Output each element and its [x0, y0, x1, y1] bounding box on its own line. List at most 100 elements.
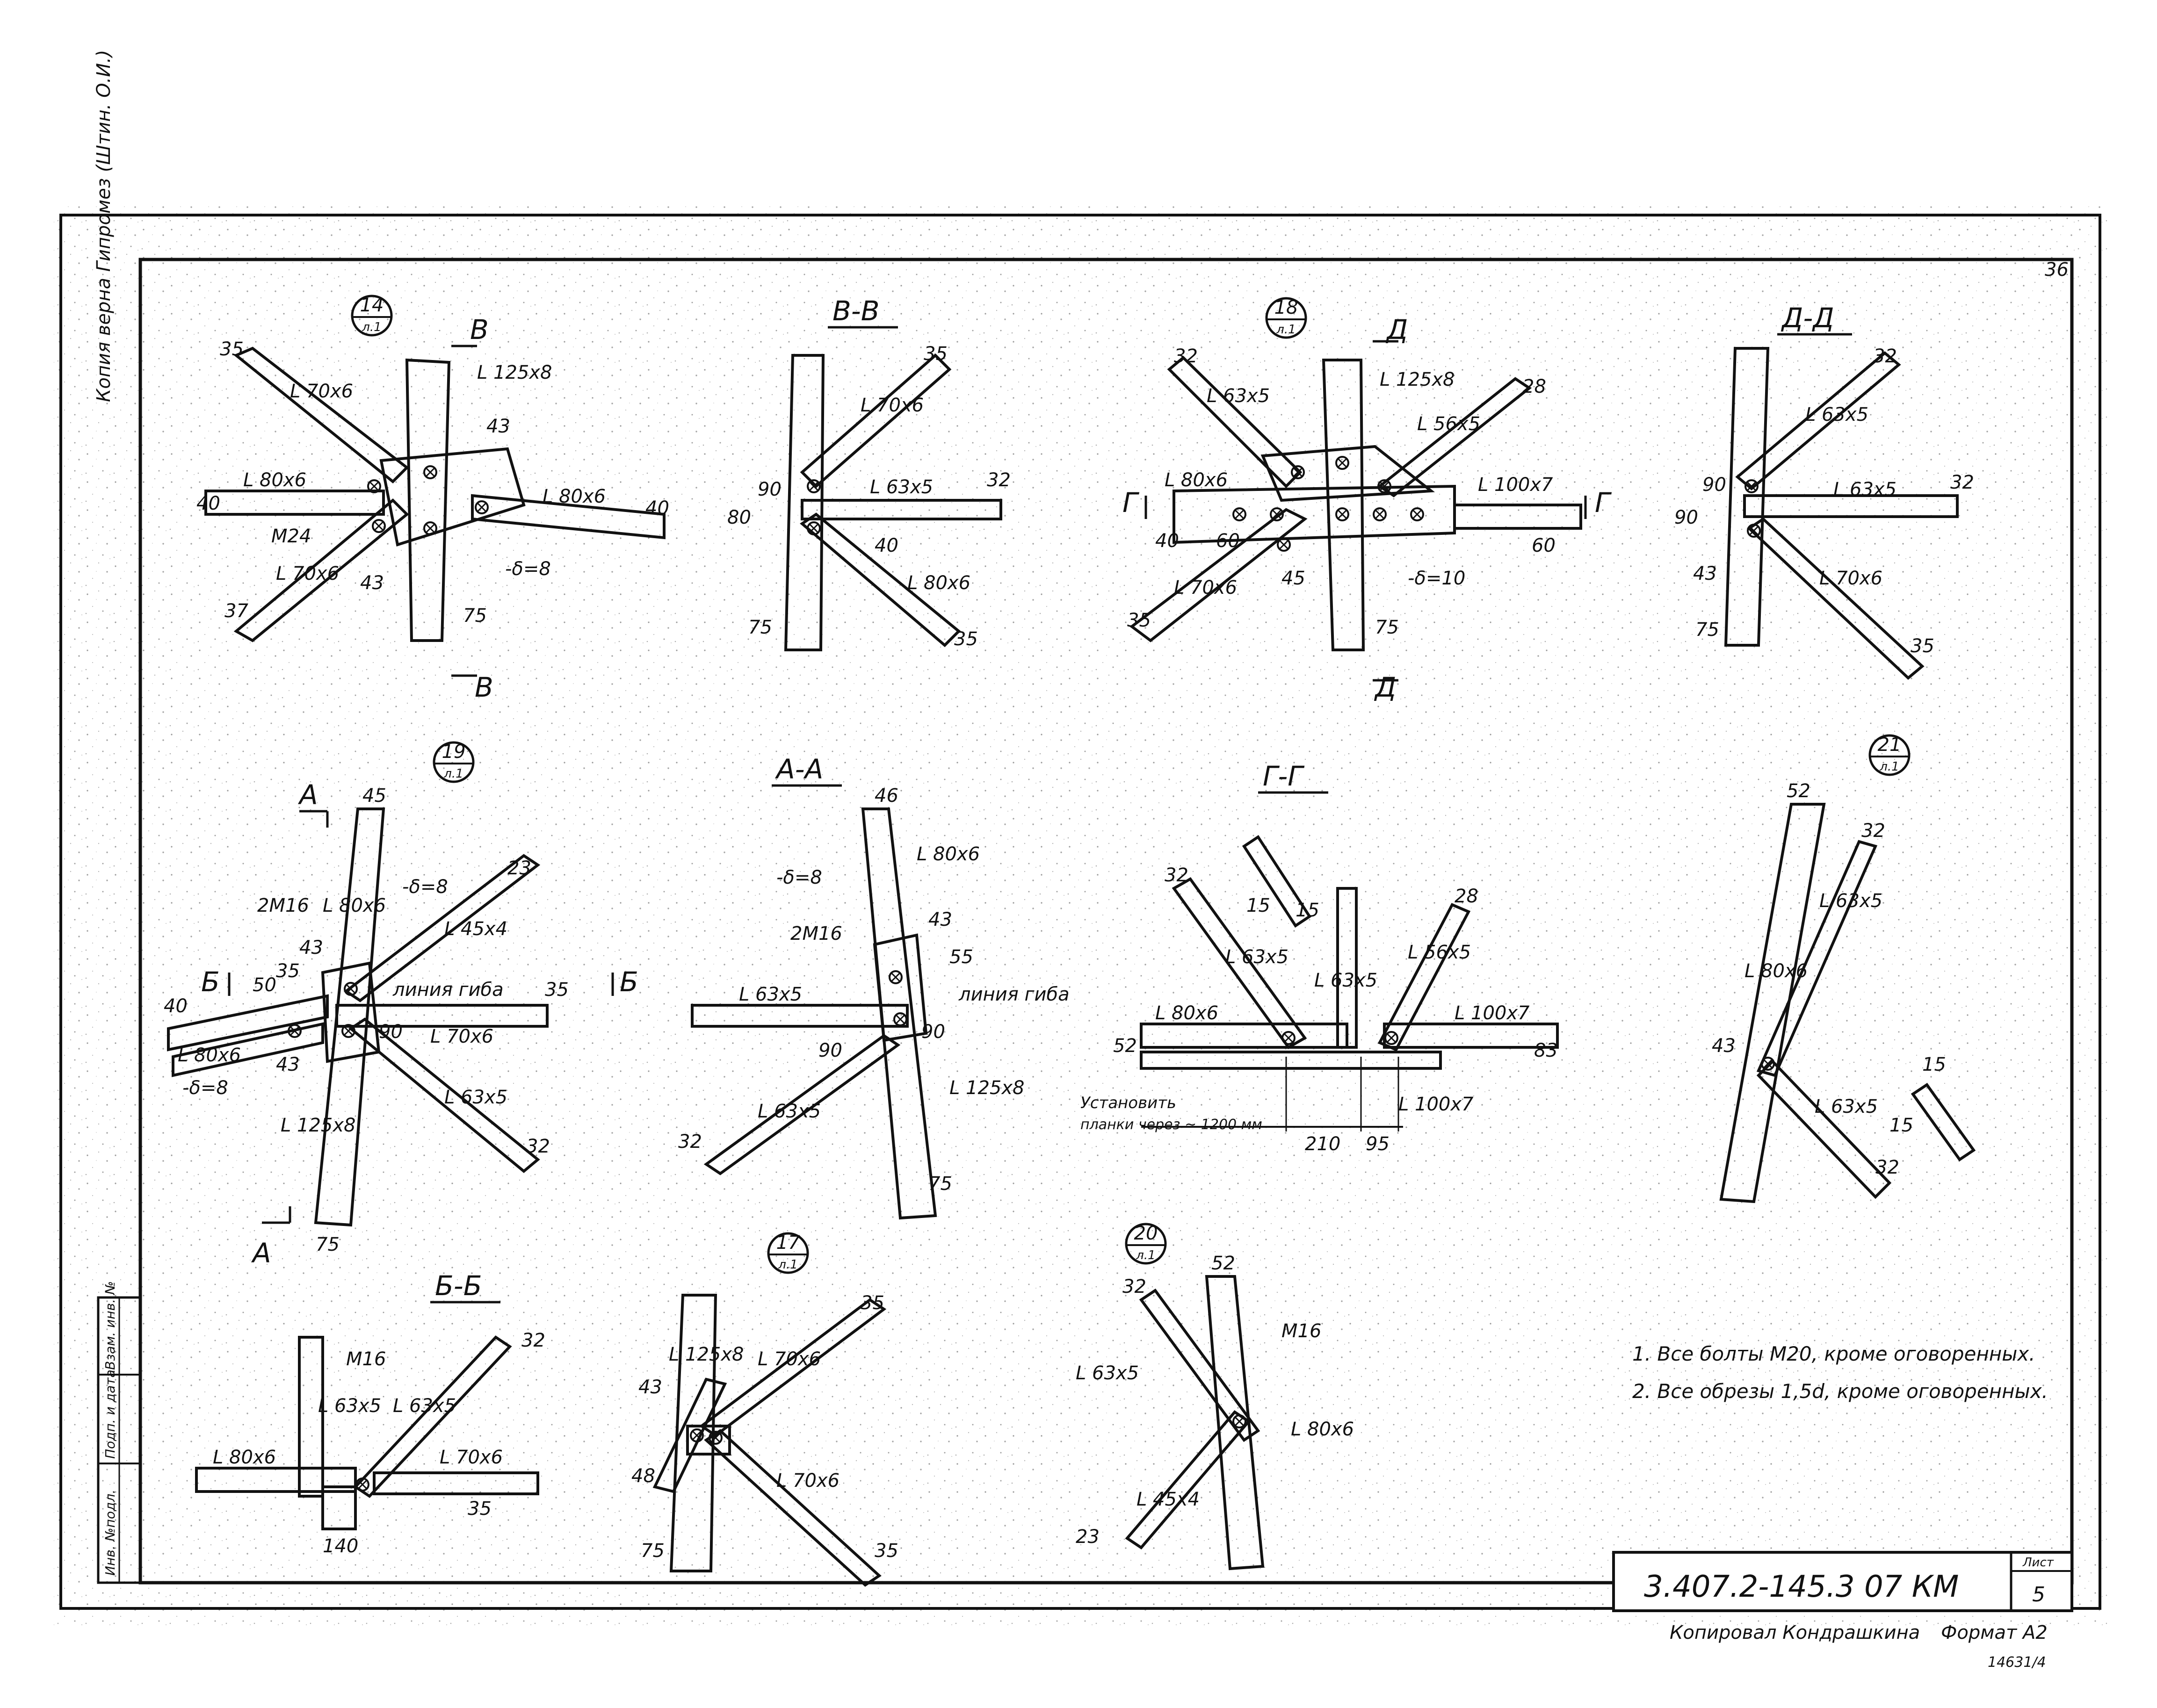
node-20-sheet: л.1	[1136, 1248, 1155, 1262]
node-21-sheet: л.1	[1879, 760, 1899, 774]
bb-tag-3: 32	[521, 1330, 545, 1351]
note-2: 2. Все обрезы 1,5d, кроме оговоренных.	[1632, 1380, 2048, 1403]
section-gg: Г-Г 32 15 15 L 63x5 L 63x5 L 56x5 28 L 8…	[1080, 760, 1559, 1155]
node-21-number: 21	[1878, 734, 1902, 756]
node-21-marker: 21 л.1	[1868, 734, 1911, 776]
title-block: 3.407.2-145.3 07 КМ Лист 5	[1612, 1551, 2073, 1612]
n18-tag-12: 35	[1127, 610, 1151, 631]
aa-tag-13: 75	[928, 1173, 952, 1195]
bb-tag-1: M16	[346, 1348, 386, 1370]
n19-tag-17: L 63x5	[444, 1087, 507, 1108]
n18-tag-8: 60	[1216, 530, 1240, 552]
n18-tag-3: L 56x5	[1417, 413, 1480, 435]
n18-tag-2: L 125x8	[1380, 369, 1455, 390]
dd-tag-3: 32	[1950, 472, 1974, 493]
gg-tag-3: L 63x5	[1225, 946, 1288, 968]
n14-tag-13: 75	[463, 605, 487, 627]
aa-tag-4: 43	[928, 909, 952, 930]
n14-tag-11: 43	[360, 572, 384, 594]
note-1: 1. Все болты M20, кроме оговоренных.	[1632, 1342, 2035, 1365]
node-14-number: 14	[360, 295, 384, 316]
section-dd-title: Д-Д	[1781, 302, 1834, 334]
approval-stamp: Инв. №подл. Подп. и дата Взам. инв. №	[97, 1281, 142, 1584]
gg-tag-13: планки через ~ 1200 мм	[1080, 1117, 1262, 1133]
n14-tag-10: 37	[224, 600, 248, 622]
n14-tag-2: L 125x8	[477, 362, 552, 383]
n19-tag-6: 43	[299, 937, 323, 958]
n20-tag-5: L 45x4	[1136, 1489, 1200, 1510]
node-19-cut-marks: А А Б Б	[201, 779, 638, 1269]
gg-tag-9: L 100x7	[1455, 1002, 1530, 1024]
bb-tag-4: L 80x6	[213, 1447, 276, 1468]
n14-tag-1: L 70x6	[290, 381, 353, 402]
gg-tag-2: 15	[1296, 900, 1319, 921]
n19-tag-0: 45	[362, 785, 386, 807]
node-19-cut-bottom: А	[251, 1237, 271, 1269]
bb-tag-6: 35	[468, 1498, 492, 1520]
sheet-corner-number: 36	[2045, 259, 2069, 281]
gg-tag-12: Установить	[1080, 1094, 1176, 1112]
node-18-cut-bottom: Д	[1374, 671, 1396, 703]
n17-tag-7: 75	[641, 1540, 665, 1562]
n14-tag-0: 35	[220, 339, 244, 360]
n17-tag-2: 43	[638, 1376, 662, 1398]
footer: Копировал Кондрашкина Формат А2 14631/4	[1670, 1622, 2048, 1671]
aa-tag-3: 2M16	[790, 923, 842, 944]
n20-tag-3: L 63x5	[1076, 1362, 1139, 1384]
gg-tag-6: 28	[1455, 886, 1478, 907]
dd-tag-2: L 63x5	[1833, 479, 1896, 500]
n19-tag-13: L 70x6	[430, 1026, 493, 1047]
node-14-marker: 14 л.1	[351, 295, 393, 337]
sheet-frame	[59, 214, 2101, 1610]
node-20: 20 л.1 32 52 M16 L 63x5 L 80x6 L 45x4 23	[1076, 1223, 1354, 1571]
general-notes: 1. Все болты M20, кроме оговоренных. 2. …	[1632, 1342, 2048, 1403]
n19-tag-7: 35	[276, 960, 300, 982]
node-19-cut-right: Б	[620, 966, 638, 998]
gg-tag-4: L 63x5	[1314, 970, 1377, 991]
dd-tag-9: 75	[1695, 619, 1719, 641]
n21-tag-7: 15	[1922, 1054, 1946, 1075]
node-19-number: 19	[442, 741, 466, 763]
node-17-marker: 17 л.1	[767, 1232, 809, 1274]
n21-tag-6: 32	[1875, 1157, 1899, 1178]
n18-tag-14: 75	[1375, 617, 1399, 638]
node-19-cut-left: Б	[201, 966, 220, 998]
vv-tag-1: L 70x6	[861, 395, 924, 416]
n19-tag-2: 2M16	[257, 895, 309, 916]
sheet-label: Лист	[2022, 1556, 2054, 1570]
n18-tag-9: -δ=10	[1408, 568, 1465, 589]
n17-tag-3: L 70x6	[758, 1348, 821, 1370]
bb-tag-2: L 63x5	[393, 1395, 456, 1417]
n19-tag-15: 43	[276, 1054, 300, 1075]
n18-tag-10: L 70x6	[1174, 577, 1237, 598]
section-gg-title: Г-Г	[1263, 760, 1305, 792]
node-14-cut-bottom: В	[475, 671, 493, 703]
aa-tag-0: 46	[875, 785, 898, 807]
node-14-sheet: л.1	[362, 320, 381, 334]
node-18-number: 18	[1274, 297, 1298, 318]
n18-tag-1: L 63x5	[1207, 385, 1270, 407]
n19-tag-5: L 45x4	[444, 918, 507, 940]
n19-tag-19: 32	[526, 1136, 550, 1157]
n20-tag-0: 32	[1122, 1276, 1146, 1297]
aa-tag-11: L 125x8	[949, 1077, 1024, 1099]
gg-tag-15: 95	[1366, 1133, 1390, 1155]
dd-tag-8: 35	[1911, 635, 1934, 657]
gg-tag-7: L 80x6	[1155, 1002, 1218, 1024]
archive-number: 14631/4	[1988, 1654, 2046, 1671]
n21-tag-5: L 63x5	[1815, 1096, 1878, 1117]
vv-tag-8: 35	[954, 628, 978, 650]
n14-tag-7: L 80x6	[543, 486, 606, 507]
aa-tag-6: L 63x5	[739, 984, 802, 1005]
gg-tag-14: 210	[1305, 1133, 1340, 1155]
n19-tag-4: -δ=8	[402, 876, 448, 898]
dd-tag-4: 90	[1674, 507, 1698, 528]
n14-tag-12: -δ=8	[505, 558, 551, 580]
aa-tag-9: 90	[921, 1021, 945, 1043]
n18-tag-13: 60	[1532, 535, 1556, 556]
n14-tag-5: 40	[196, 493, 220, 514]
node-17-number: 17	[776, 1232, 800, 1254]
bb-tag-7: 140	[323, 1535, 358, 1557]
section-bb-title: Б-Б	[435, 1270, 482, 1302]
